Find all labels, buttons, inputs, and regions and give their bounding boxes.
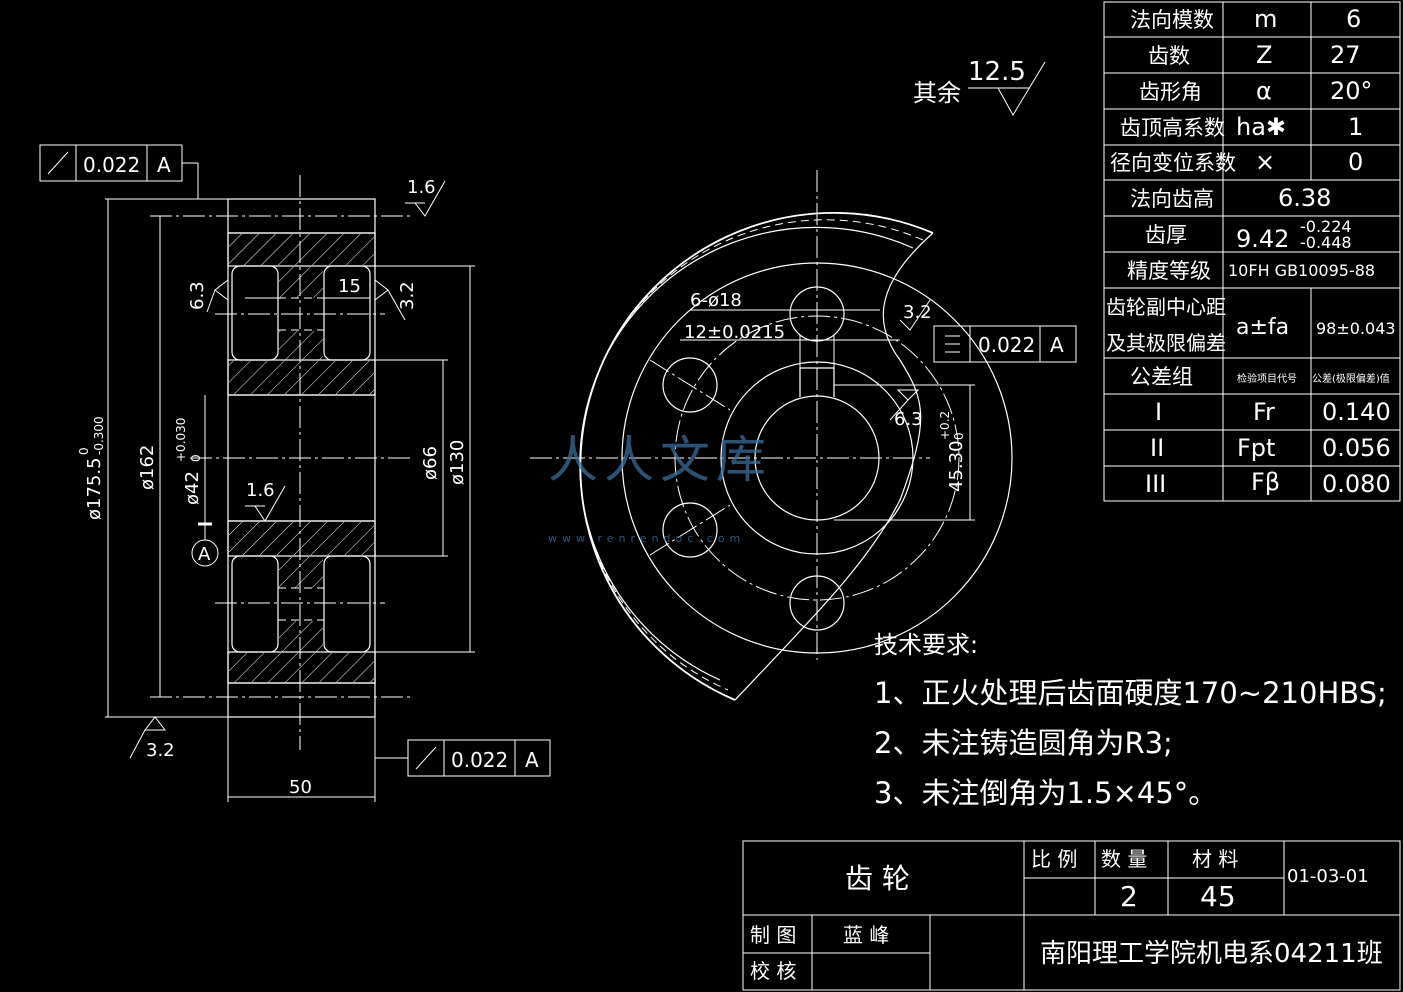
tech-item-1: 1、正火处理后齿面硬度170~210HBS; xyxy=(874,676,1387,710)
key-low: 0 xyxy=(952,432,966,440)
tol-bottom-value: 0.022 xyxy=(451,748,508,772)
pitch-value: 12 xyxy=(684,322,707,343)
param-sym: m xyxy=(1254,5,1277,33)
param-name: I xyxy=(1155,398,1162,426)
key-up: +0.2 xyxy=(938,411,952,440)
param-table-text: 法向模数 m 6 齿数 Z 27 齿形角 α 20° 齿顶高系数 ha✱ 1 径… xyxy=(1106,5,1396,498)
param-val: 98±0.043 xyxy=(1316,319,1396,338)
param-val: 1 xyxy=(1348,113,1363,141)
param-sym: ha✱ xyxy=(1236,113,1286,141)
param-name: 精度等级 xyxy=(1127,259,1211,283)
param-val: 0.080 xyxy=(1322,470,1391,498)
param-name: 齿厚 xyxy=(1145,223,1187,247)
param-name: II xyxy=(1150,434,1164,462)
tol-bottom-datum: A xyxy=(525,748,539,772)
param-sym: Fβ xyxy=(1251,468,1280,496)
drawer-name: 蓝 峰 xyxy=(843,923,889,947)
dim-42-up: +0.030 xyxy=(174,418,188,462)
pitch-tol: ±0.0215 xyxy=(707,322,785,343)
param-sym: Fr xyxy=(1253,398,1275,426)
param-val: 6 xyxy=(1346,5,1361,33)
dim-66: ø66 xyxy=(420,446,441,480)
watermark-text: 人人文库 xyxy=(548,431,772,489)
key-dim: 45.30 xyxy=(946,440,967,492)
param-sym: Z xyxy=(1256,41,1272,69)
mat-label: 材 料 xyxy=(1192,847,1238,871)
param-sym: Fpt xyxy=(1237,434,1275,462)
dim-175-low: -0.300 xyxy=(92,416,106,455)
rough-top: 1.6 xyxy=(407,177,436,198)
scale-label: 比 例 xyxy=(1031,847,1077,871)
param-val: 0.140 xyxy=(1322,398,1391,426)
rough-bottom: 3.2 xyxy=(146,740,175,761)
tol-top-value: 0.022 xyxy=(83,153,140,177)
watermark-url: www.renrendoc.com xyxy=(548,532,746,545)
param-name: 及其极限偏差 xyxy=(1106,331,1226,355)
tech-item-2: 2、未注铸造圆角为R3; xyxy=(874,726,1173,760)
param-val: 0.056 xyxy=(1322,434,1391,462)
param-val: 0 xyxy=(1348,148,1363,176)
rough-mid: 1.6 xyxy=(246,480,275,501)
param-val: 10FH GB10095-88 xyxy=(1228,261,1375,280)
param-val: 6.38 xyxy=(1278,184,1331,212)
param-name: 法向齿高 xyxy=(1130,187,1214,211)
sym-tol-datum: A xyxy=(1050,333,1064,357)
tol-top-datum: A xyxy=(157,153,171,177)
dim-175-up: 0 xyxy=(77,447,91,455)
rough-left: 6.3 xyxy=(187,281,208,310)
param-sym: 检验项目代号 xyxy=(1237,372,1297,385)
rough-other-label: 其余 xyxy=(913,79,961,107)
rough-other-value: 12.5 xyxy=(968,57,1026,87)
check-label: 校 核 xyxy=(750,959,796,983)
dim-130: ø130 xyxy=(447,440,468,485)
param-val: 20° xyxy=(1330,77,1373,105)
school-name: 南阳理工学院机电系04211班 xyxy=(1040,939,1383,969)
param-sym: α xyxy=(1256,77,1272,105)
param-name: 齿数 xyxy=(1148,44,1190,68)
param-val: 公差(极限偏差)值 xyxy=(1312,372,1390,385)
part-name: 齿 轮 xyxy=(845,862,910,895)
param-name: 公差组 xyxy=(1130,365,1193,389)
rough-right: 3.2 xyxy=(397,281,418,310)
dim-15: 15 xyxy=(338,276,361,297)
qty-label: 数 量 xyxy=(1101,847,1147,871)
param-sym: a±fa xyxy=(1236,315,1289,340)
param-name: 径向变位系数 xyxy=(1110,151,1236,175)
rough-keybottom: 6.3 xyxy=(894,409,923,430)
tech-title: 技术要求: xyxy=(874,631,978,659)
param-val: 27 xyxy=(1330,41,1361,69)
dim-42-low: 0 xyxy=(189,454,203,462)
param-name: 齿形角 xyxy=(1139,80,1202,104)
param-val: 9.42 xyxy=(1236,225,1289,253)
upper-left-pocket xyxy=(231,265,279,361)
rough-keyway: 3.2 xyxy=(903,302,932,323)
qty-value: 2 xyxy=(1120,880,1138,913)
draw-label: 制 图 xyxy=(750,923,796,947)
drawing-code: 01-03-01 xyxy=(1287,866,1369,887)
dim-175: ø175.5 xyxy=(84,457,105,520)
holes-label: 6-ø18 xyxy=(690,290,742,311)
datum-a: A xyxy=(198,544,211,565)
dim-162: ø162 xyxy=(137,445,158,490)
param-lower: -0.448 xyxy=(1300,233,1352,252)
param-name: 法向模数 xyxy=(1130,8,1214,32)
dim-42: ø42 xyxy=(182,471,203,505)
param-name: 齿轮副中心距 xyxy=(1106,295,1226,319)
param-name: III xyxy=(1145,470,1166,498)
param-upper: -0.224 xyxy=(1300,217,1352,236)
param-sym: × xyxy=(1255,148,1275,176)
tech-item-3: 3、未注倒角为1.5×45°。 xyxy=(874,776,1217,810)
sym-tol-value: 0.022 xyxy=(978,333,1035,357)
mat-value: 45 xyxy=(1200,880,1236,913)
hatch-band xyxy=(227,232,376,267)
param-name: 齿顶高系数 xyxy=(1120,116,1225,140)
dim-50: 50 xyxy=(289,777,312,798)
